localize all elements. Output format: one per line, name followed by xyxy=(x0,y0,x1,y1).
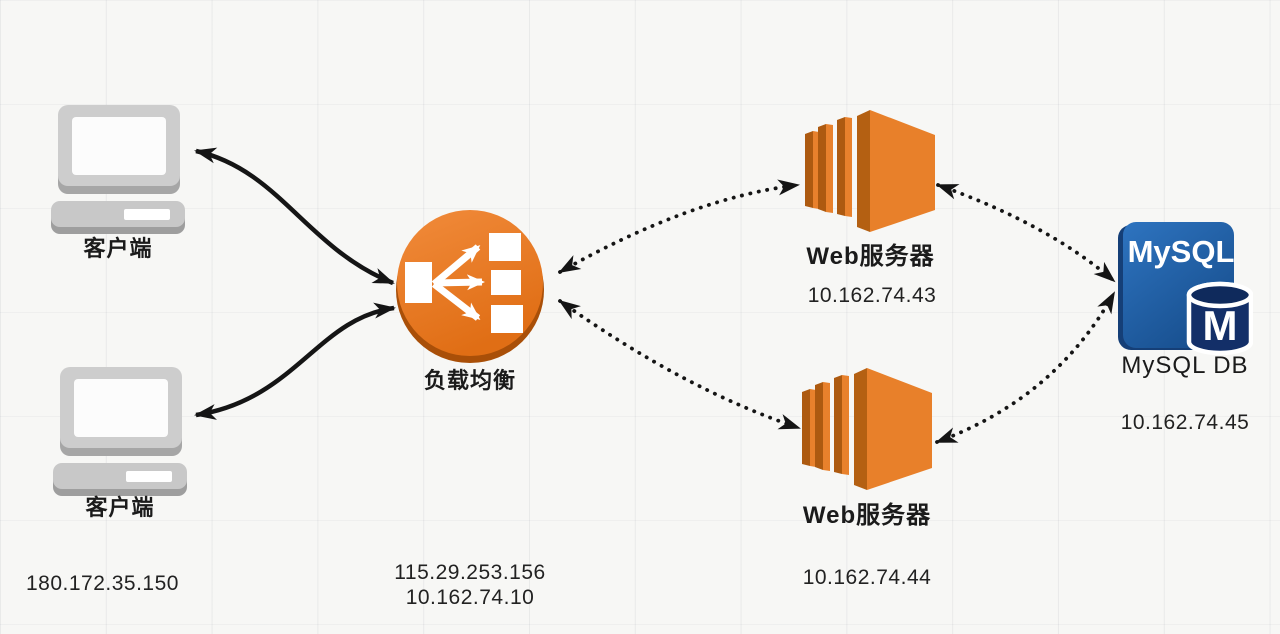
mysql-db-ip: 10.162.74.45 xyxy=(1120,411,1250,434)
mysql-cylinder-letter: M xyxy=(1203,302,1238,349)
client-bottom-label: 客户端 xyxy=(85,495,155,520)
connector-client-bottom-lb xyxy=(194,302,396,420)
load-balancer-private-ip: 10.162.74.10 xyxy=(405,586,535,609)
node-client-top xyxy=(48,104,188,236)
web-server-icon xyxy=(805,110,935,232)
web-server-bottom-label: Web服务器 xyxy=(802,502,932,529)
load-balancer-public-ip: 115.29.253.156 xyxy=(394,561,546,584)
connector-lb-webserver-top xyxy=(558,179,800,274)
client-top-label: 客户端 xyxy=(83,236,153,261)
connector-client-top-lb xyxy=(194,147,395,286)
client-computer-icon xyxy=(53,367,187,496)
node-mysql-db: MySQL M xyxy=(1117,218,1253,364)
web-server-top-label: Web服务器 xyxy=(806,243,935,270)
mysql-brand-text: MySQL xyxy=(1128,234,1235,269)
node-web-server-top xyxy=(800,109,936,233)
node-client-bottom xyxy=(50,366,190,498)
node-load-balancer xyxy=(394,210,546,365)
connector-webserver-top-mysql xyxy=(936,183,1116,283)
web-server-bottom-ip: 10.162.74.44 xyxy=(802,566,932,589)
web-server-top-ip: 10.162.74.43 xyxy=(807,284,937,307)
node-web-server-bottom xyxy=(797,367,933,491)
web-server-icon xyxy=(802,368,932,490)
client-computer-icon xyxy=(51,105,185,234)
clients-ip: 180.172.35.150 xyxy=(26,572,179,595)
load-balancer-label: 负载均衡 xyxy=(423,368,516,393)
mysql-db-label: MySQL DB xyxy=(1121,352,1249,379)
connector-lb-webserver-bottom xyxy=(558,299,801,430)
connector-webserver-bottom-mysql xyxy=(935,291,1116,444)
load-balancer-icon xyxy=(396,210,544,363)
mysql-db-icon: MySQL M xyxy=(1118,222,1253,356)
